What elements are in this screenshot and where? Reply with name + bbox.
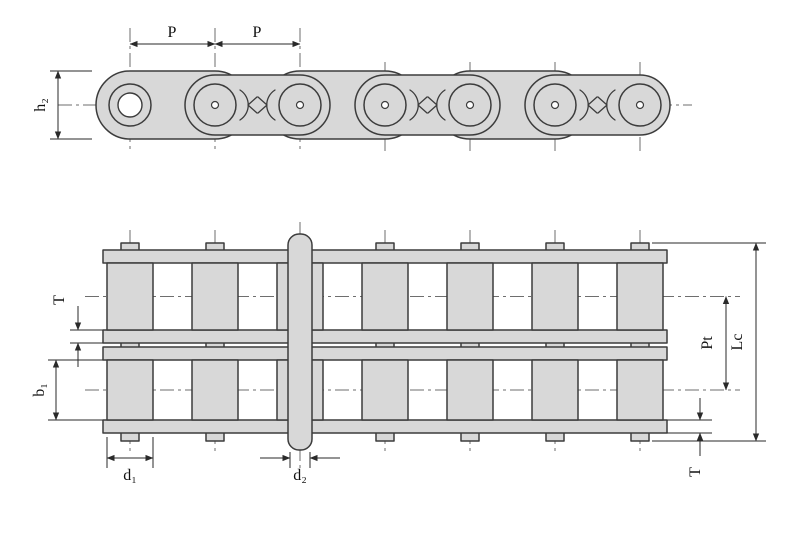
- plate-waist-contour: [427, 89, 446, 121]
- roller: [446, 262, 494, 331]
- plate-waist-contour: [579, 89, 598, 121]
- pin-center: [635, 100, 645, 110]
- dimension-pin-diameter: d₂: [260, 452, 340, 484]
- roller: [446, 359, 494, 421]
- roller: [191, 359, 239, 421]
- plan-view: T b₁ d₁ d₂ Pt Lc: [31, 222, 766, 484]
- bushing-hole: [117, 92, 143, 118]
- dimension-pitch-1: P: [129, 24, 216, 48]
- inner-plate-contours: [239, 89, 616, 121]
- dimension-plate-height: h₂: [32, 70, 92, 140]
- chain-width-label: Lc: [729, 334, 746, 351]
- roller: [106, 262, 154, 331]
- rollers: [108, 83, 662, 127]
- rollers-strand-2: [106, 359, 664, 421]
- dimension-chain-width: Lc: [652, 242, 766, 442]
- roller: [106, 359, 154, 421]
- plate-height-label: h₂: [32, 98, 49, 112]
- plate-waist-contour: [239, 89, 258, 121]
- roller: [616, 359, 664, 421]
- inner-width-label: b₁: [31, 383, 48, 397]
- inner-plate-middle-lower: [102, 346, 668, 361]
- roller: [616, 262, 664, 331]
- pin-center: [550, 100, 560, 110]
- roller: [191, 262, 239, 331]
- pin-diameter-label: d₂: [293, 467, 307, 484]
- plate-thickness-top-label: T: [51, 295, 68, 305]
- rollers-strand-1: [106, 262, 664, 331]
- roller: [361, 262, 409, 331]
- roller: [531, 262, 579, 331]
- dimension-plate-thickness-bottom: T: [667, 398, 712, 477]
- plate-waist-contour: [409, 89, 428, 121]
- dimension-roller-diameter: d₁: [106, 437, 154, 484]
- dimension-plate-thickness-top: T: [51, 295, 103, 367]
- inner-plate-middle-upper: [102, 329, 668, 344]
- pin-center: [295, 100, 305, 110]
- roller-diameter-label: d₁: [123, 467, 137, 484]
- pin-center: [210, 100, 220, 110]
- side-view: P P h₂: [32, 24, 692, 152]
- transverse-pitch-label: Pt: [699, 336, 716, 350]
- plate-thickness-bottom-label: T: [687, 467, 704, 477]
- dimension-pitch-2: P: [214, 24, 301, 48]
- outer-plate-top: [102, 249, 668, 264]
- plate-waist-contour: [597, 89, 616, 121]
- link-plates-edge-view: [102, 249, 668, 434]
- pitch-label: P: [253, 24, 262, 41]
- pin-center: [465, 100, 475, 110]
- connecting-pin: [287, 233, 313, 451]
- pitch-label: P: [168, 24, 177, 41]
- roller: [531, 359, 579, 421]
- outer-plate-bottom: [102, 419, 668, 434]
- dimension-transverse-pitch: Pt: [699, 296, 730, 391]
- plate-waist-contour: [257, 89, 276, 121]
- pin-center: [380, 100, 390, 110]
- dimension-inner-width: b₁: [31, 359, 103, 421]
- roller: [361, 359, 409, 421]
